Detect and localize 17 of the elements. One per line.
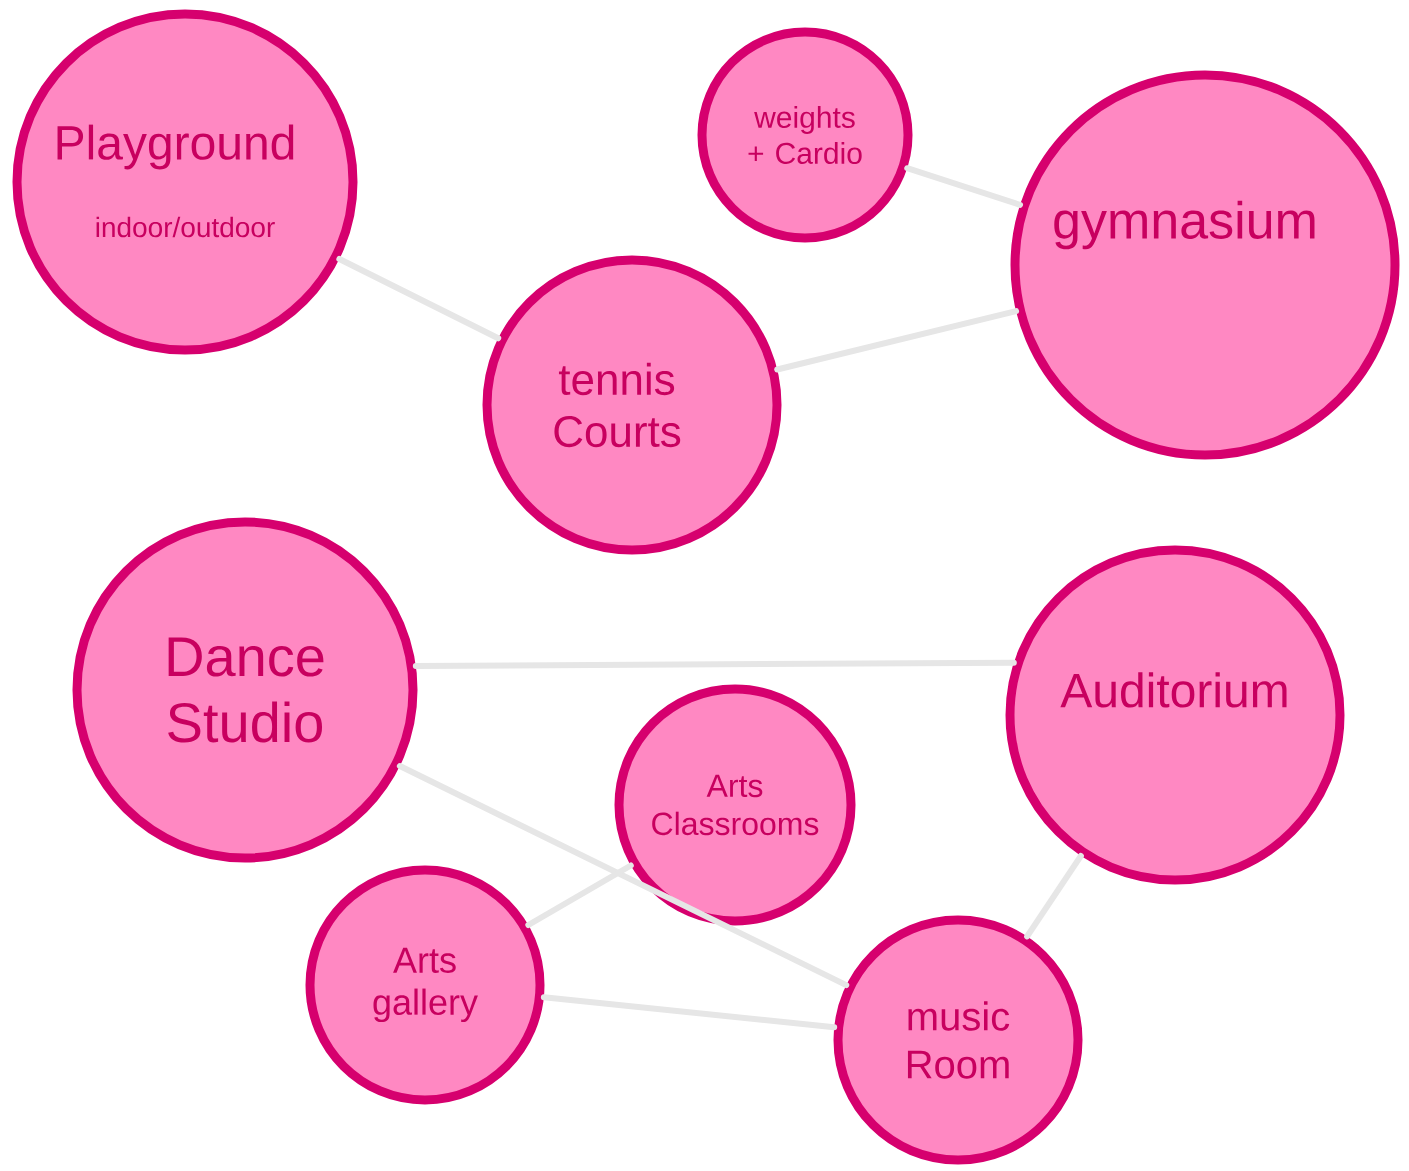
connector-line [525, 862, 634, 928]
circle-node: weights + Cardio [697, 27, 913, 243]
circle-node: gymnasium [1010, 70, 1400, 460]
circle-node: music Room [833, 915, 1083, 1165]
circle-node: Playground indoor/outdoor [12, 9, 358, 355]
connector-line [412, 659, 1017, 669]
connector-line [904, 165, 1024, 208]
connector-line [1024, 852, 1084, 940]
circle-node: Arts Classrooms [614, 684, 856, 926]
connector-line [774, 308, 1020, 373]
connector-line [396, 763, 850, 989]
circle-node: tennis Courts [482, 255, 782, 555]
circle-node: Dance Studio [72, 517, 418, 863]
circle-node: Arts gallery [305, 865, 545, 1105]
connector-line [336, 256, 502, 342]
connector-line [540, 994, 838, 1031]
circle-node: Auditorium [1005, 545, 1345, 885]
